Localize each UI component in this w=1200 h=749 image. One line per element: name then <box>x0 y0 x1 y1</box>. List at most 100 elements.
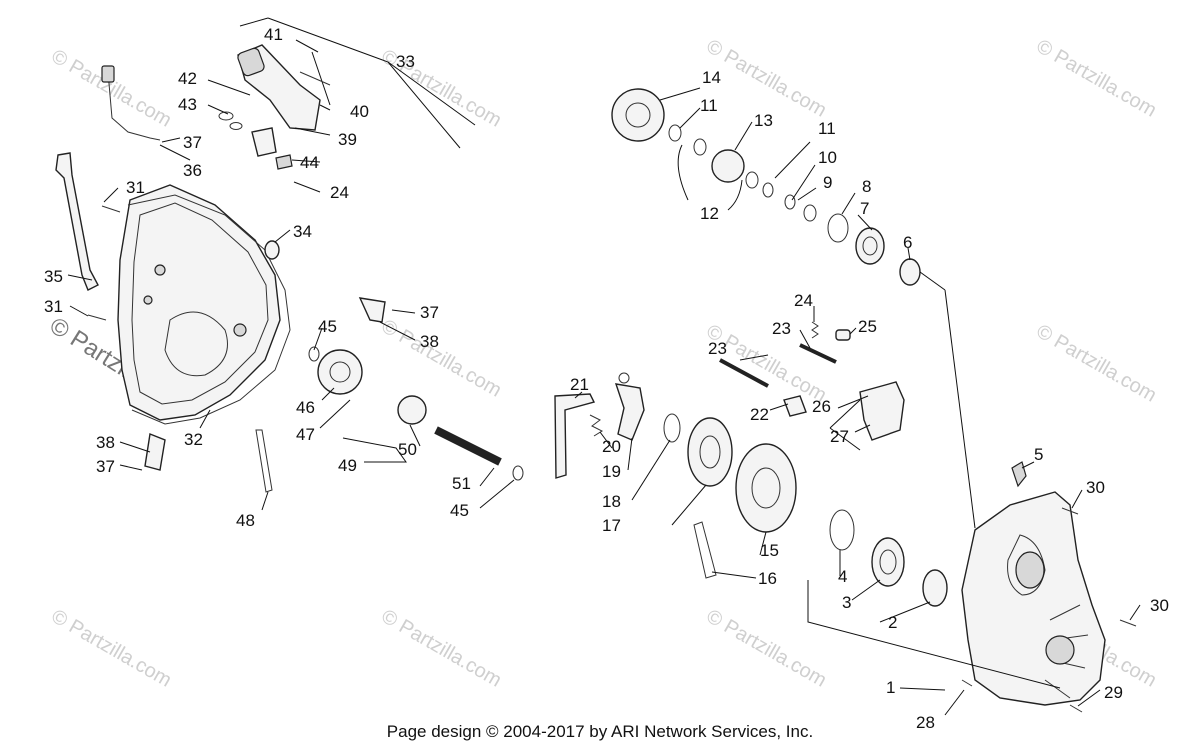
gear-14[interactable] <box>611 88 665 142</box>
gear-case-housing[interactable] <box>961 491 1106 706</box>
callout-40[interactable]: 40 <box>350 102 369 121</box>
callout-30[interactable]: 30 <box>1086 478 1105 497</box>
callout-24[interactable]: 24 <box>794 291 813 310</box>
coupler[interactable] <box>251 127 277 157</box>
drive-chain[interactable] <box>255 429 273 493</box>
callout-22[interactable]: 22 <box>750 405 769 424</box>
callout-11[interactable]: 11 <box>700 96 718 115</box>
callout-25[interactable]: 25 <box>858 317 877 336</box>
callout-2[interactable]: 2 <box>888 613 897 632</box>
callout-37[interactable]: 37 <box>420 303 439 322</box>
callout-47[interactable]: 47 <box>296 425 315 444</box>
speed-sensor-harness[interactable] <box>55 152 99 291</box>
washer[interactable] <box>512 465 524 481</box>
gear-17[interactable] <box>687 417 733 487</box>
callout-24[interactable]: 24 <box>330 183 349 202</box>
callout-14[interactable]: 14 <box>702 68 721 87</box>
gear-13[interactable] <box>711 149 745 183</box>
washer[interactable] <box>745 171 759 189</box>
shift-fork[interactable] <box>783 395 807 417</box>
callout-42[interactable]: 42 <box>178 69 197 88</box>
callout-23[interactable]: 23 <box>772 319 791 338</box>
bearing[interactable] <box>871 537 905 587</box>
callout-26[interactable]: 26 <box>812 397 831 416</box>
callout-12[interactable]: 12 <box>700 204 719 223</box>
callout-35[interactable]: 35 <box>44 267 63 286</box>
output-gear[interactable] <box>317 349 363 395</box>
callout-5[interactable]: 5 <box>1034 445 1043 464</box>
callout-13[interactable]: 13 <box>754 111 773 130</box>
oil-seal[interactable] <box>922 569 948 607</box>
callout-31[interactable]: 31 <box>126 178 145 197</box>
gear-15[interactable] <box>735 443 797 533</box>
callout-9[interactable]: 9 <box>823 173 832 192</box>
callout-37[interactable]: 37 <box>183 133 202 152</box>
callout-21[interactable]: 21 <box>570 375 589 394</box>
vent-fitting[interactable] <box>1011 461 1027 488</box>
callout-19[interactable]: 19 <box>602 462 621 481</box>
callout-44[interactable]: 44 <box>300 153 319 172</box>
callout-28[interactable]: 28 <box>916 713 935 732</box>
gear-case-cover[interactable] <box>117 184 281 421</box>
callout-45[interactable]: 45 <box>318 317 337 336</box>
bearing[interactable] <box>855 227 885 265</box>
callout-32[interactable]: 32 <box>184 430 203 449</box>
callout-29[interactable]: 29 <box>1104 683 1123 702</box>
callout-6[interactable]: 6 <box>903 233 912 252</box>
callout-3[interactable]: 3 <box>842 593 851 612</box>
cover-gasket[interactable] <box>127 194 291 425</box>
o-ring[interactable] <box>229 122 243 130</box>
o-ring[interactable] <box>218 111 234 121</box>
callout-49[interactable]: 49 <box>338 456 357 475</box>
washer[interactable] <box>784 194 796 210</box>
callout-8[interactable]: 8 <box>862 177 871 196</box>
callout-4[interactable]: 4 <box>838 567 847 586</box>
shift-rail[interactable] <box>799 343 837 364</box>
drive-chain[interactable] <box>693 521 717 579</box>
detent-pin[interactable] <box>835 329 851 341</box>
idler-shaft[interactable] <box>434 426 502 466</box>
callout-51[interactable]: 51 <box>452 474 471 493</box>
callout-27[interactable]: 27 <box>830 427 849 446</box>
o-ring[interactable] <box>827 213 849 243</box>
callout-16[interactable]: 16 <box>758 569 777 588</box>
callout-46[interactable]: 46 <box>296 398 315 417</box>
callout-38[interactable]: 38 <box>420 332 439 351</box>
sensor-bracket[interactable] <box>144 433 166 471</box>
sensor-wire[interactable] <box>107 71 161 141</box>
return-spring[interactable] <box>589 414 604 437</box>
callout-39[interactable]: 39 <box>338 130 357 149</box>
callout-23[interactable]: 23 <box>708 339 727 358</box>
washer[interactable] <box>308 346 320 362</box>
chain-guide[interactable] <box>554 393 596 479</box>
snap-ring[interactable] <box>762 182 774 198</box>
callout-37[interactable]: 37 <box>96 457 115 476</box>
callout-41[interactable]: 41 <box>264 25 283 44</box>
shift-fork[interactable] <box>859 381 905 441</box>
washer[interactable] <box>668 124 682 142</box>
washer[interactable] <box>693 138 707 156</box>
callout-10[interactable]: 10 <box>818 148 837 167</box>
detent-spring[interactable] <box>811 321 819 339</box>
snap-ring[interactable] <box>663 413 681 443</box>
callout-18[interactable]: 18 <box>602 492 621 511</box>
callout-45[interactable]: 45 <box>450 501 469 520</box>
callout-33[interactable]: 33 <box>396 52 415 71</box>
idler-gear[interactable] <box>397 395 427 425</box>
callout-20[interactable]: 20 <box>602 437 621 456</box>
callout-38[interactable]: 38 <box>96 433 115 452</box>
callout-17[interactable]: 17 <box>602 516 621 535</box>
callout-36[interactable]: 36 <box>183 161 202 180</box>
coupler-key[interactable] <box>275 154 293 170</box>
shift-rail[interactable] <box>719 358 769 388</box>
callout-43[interactable]: 43 <box>178 95 197 114</box>
washer[interactable] <box>803 204 817 222</box>
callout-30[interactable]: 30 <box>1150 596 1169 615</box>
oil-seal[interactable] <box>264 240 280 260</box>
callout-11[interactable]: 11 <box>818 119 836 138</box>
callout-48[interactable]: 48 <box>236 511 255 530</box>
callout-50[interactable]: 50 <box>398 440 417 459</box>
callout-7[interactable]: 7 <box>860 199 869 218</box>
callout-34[interactable]: 34 <box>293 222 312 241</box>
o-ring[interactable] <box>829 509 855 551</box>
